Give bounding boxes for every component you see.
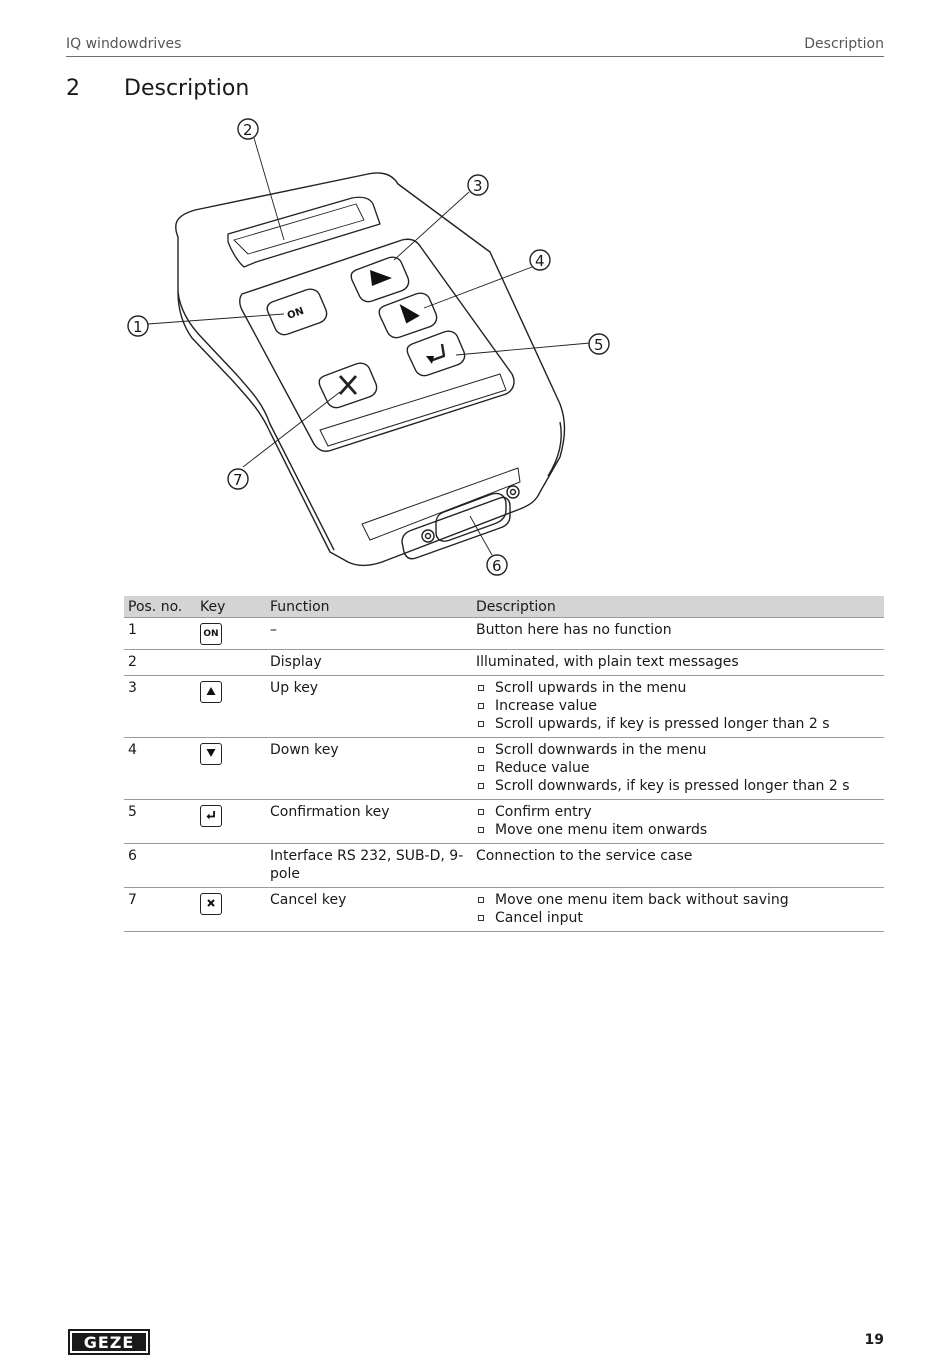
callout-6: 6 xyxy=(486,554,508,576)
running-header: IQ windowdrives Description xyxy=(66,34,884,57)
page-number: 19 xyxy=(864,1332,884,1348)
header-pos-no: Pos. no. xyxy=(124,596,196,618)
table-row: 7 Cancel key Move one menu item back wit… xyxy=(124,887,884,932)
description: Button here has no function xyxy=(472,617,884,650)
list-item: Increase value xyxy=(476,697,880,715)
callout-7: 7 xyxy=(227,468,249,490)
pos-no: 6 xyxy=(124,843,196,888)
device-illustration: ON xyxy=(120,112,640,582)
svg-text:5: 5 xyxy=(594,336,604,354)
device-housing xyxy=(175,172,566,567)
svg-text:2: 2 xyxy=(243,121,253,139)
table-row: 2 Display Illuminated, with plain text m… xyxy=(124,649,884,676)
list-item: Cancel input xyxy=(476,909,880,927)
callout-4: 4 xyxy=(529,249,551,271)
on-key-icon: ON xyxy=(200,623,222,645)
function: Display xyxy=(266,649,472,676)
list-item: Scroll upwards in the menu xyxy=(476,679,880,697)
function: Up key xyxy=(266,675,472,738)
callout-3: 3 xyxy=(467,174,489,196)
cancel-key-icon xyxy=(200,893,222,915)
list-item: Reduce value xyxy=(476,759,880,777)
up-key-illustration xyxy=(350,256,410,303)
function: Interface RS 232, SUB-D, 9-pole xyxy=(266,843,472,888)
function: Confirmation key xyxy=(266,799,472,844)
function: – xyxy=(266,617,472,650)
svg-text:1: 1 xyxy=(133,318,143,336)
description-bullets: Scroll downwards in the menu Reduce valu… xyxy=(476,741,880,795)
header-function: Function xyxy=(266,596,472,618)
on-key-label: ON xyxy=(286,306,306,322)
svg-text:6: 6 xyxy=(492,557,502,575)
header-description: Description xyxy=(472,596,884,618)
table-header-row: Pos. no. Key Function Description xyxy=(124,596,884,618)
on-key-illustration: ON xyxy=(266,288,328,336)
list-item: Scroll downwards, if key is pressed long… xyxy=(476,777,880,795)
description: Illuminated, with plain text messages xyxy=(472,649,884,676)
svg-text:4: 4 xyxy=(535,252,545,270)
description-bullets: Scroll upwards in the menu Increase valu… xyxy=(476,679,880,733)
table-row: 5 Confirmation key Confirm entry Move on… xyxy=(124,799,884,844)
sub-d-connector-illustration xyxy=(401,485,520,560)
geze-logo: GEZE xyxy=(68,1329,150,1355)
svg-text:GEZE: GEZE xyxy=(84,1333,135,1352)
table-row: 3 Up key Scroll upwards in the menu Incr… xyxy=(124,675,884,738)
header-document-title: IQ windowdrives xyxy=(66,36,182,52)
cancel-key-illustration xyxy=(318,362,378,409)
down-key-illustration xyxy=(378,292,438,339)
keypad-panel xyxy=(239,238,515,452)
list-item: Move one menu item back without saving xyxy=(476,891,880,909)
pos-no: 1 xyxy=(124,617,196,650)
table-row: 6 Interface RS 232, SUB-D, 9-pole Connec… xyxy=(124,843,884,888)
description-bullets: Confirm entry Move one menu item onwards xyxy=(476,803,880,839)
pos-no: 5 xyxy=(124,799,196,844)
table-row: 4 Down key Scroll downwards in the menu … xyxy=(124,737,884,800)
header-key: Key xyxy=(196,596,266,618)
list-item: Scroll downwards in the menu xyxy=(476,741,880,759)
list-item: Move one menu item onwards xyxy=(476,821,880,839)
list-item: Confirm entry xyxy=(476,803,880,821)
callout-1: 1 xyxy=(127,315,149,337)
enter-key-illustration xyxy=(406,330,466,377)
pos-no: 2 xyxy=(124,649,196,676)
enter-key-icon xyxy=(200,805,222,827)
key-function-table: Pos. no. Key Function Description 1 ON –… xyxy=(124,596,884,932)
up-key-icon xyxy=(200,681,222,703)
display-window xyxy=(227,196,381,268)
svg-text:7: 7 xyxy=(233,471,243,489)
function: Down key xyxy=(266,737,472,800)
pos-no: 3 xyxy=(124,675,196,738)
description: Connection to the service case xyxy=(472,843,884,888)
function: Cancel key xyxy=(266,887,472,932)
svg-text:3: 3 xyxy=(473,177,483,195)
description-bullets: Move one menu item back without saving C… xyxy=(476,891,880,927)
table-row: 1 ON – Button here has no function xyxy=(124,617,884,650)
callout-leaders xyxy=(147,137,591,556)
header-chapter-title: Description xyxy=(804,36,884,52)
callout-5: 5 xyxy=(588,333,610,355)
list-item: Scroll upwards, if key is pressed longer… xyxy=(476,715,880,733)
down-key-icon xyxy=(200,743,222,765)
section-number: 2 xyxy=(66,76,80,101)
pos-no: 4 xyxy=(124,737,196,800)
pos-no: 7 xyxy=(124,887,196,932)
section-title: Description xyxy=(124,76,250,101)
callout-2: 2 xyxy=(237,118,259,140)
